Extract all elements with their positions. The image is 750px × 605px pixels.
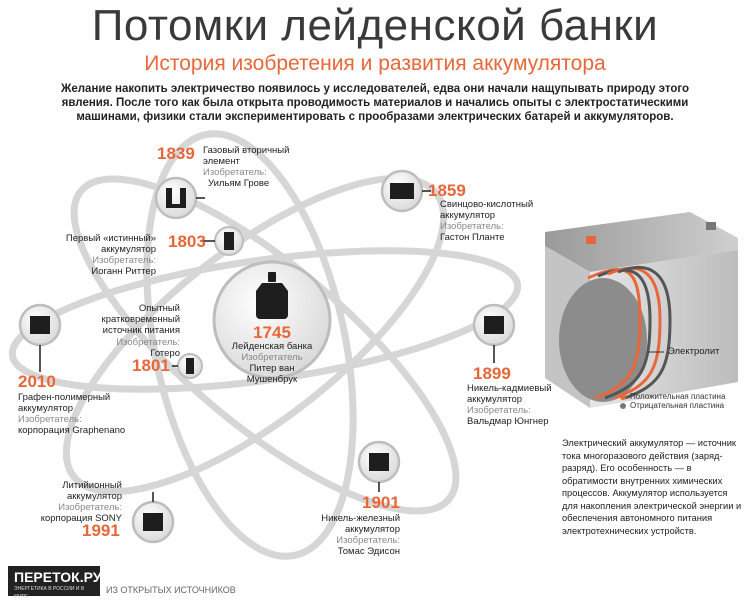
node-1859-inventor: Гастон Планте xyxy=(440,232,505,243)
node-1901 xyxy=(357,440,401,484)
node-1801-year: 1801 xyxy=(132,356,170,375)
node-1859-label: Свинцово-кислотный аккумулятор xyxy=(440,199,534,221)
node-1899-label: Никель-кадмиевый аккумулятор xyxy=(467,383,552,405)
orbit-vertical xyxy=(143,130,357,560)
node-1839-year: 1839 xyxy=(157,144,195,163)
node-2010 xyxy=(18,303,62,347)
source-note: ИЗ ОТКРЫТЫХ ИСТОЧНИКОВ xyxy=(106,585,236,595)
node-1803-year: 1803 xyxy=(168,232,206,251)
node-1899-year: 1899 xyxy=(473,364,511,383)
node-1803 xyxy=(214,226,244,256)
node-1991-label: Литийионный аккумулятор xyxy=(62,480,122,502)
node-1991-inventor-label: Изобретатель: xyxy=(58,502,122,513)
node-1991-year: 1991 xyxy=(82,521,120,540)
battery-icon xyxy=(484,316,504,334)
node-1803-inventor: Иоганн Риттер xyxy=(91,266,156,277)
node-2010-year: 2010 xyxy=(18,372,56,391)
node-1839-inventor: Уильям Грове xyxy=(208,178,270,189)
cell-stack-icon xyxy=(186,358,194,374)
logo-name: ПЕРЕТОК.РУ xyxy=(14,569,102,585)
node-1991 xyxy=(131,500,175,544)
electrolyte-callout: Электролит xyxy=(668,346,720,357)
node-1859 xyxy=(380,169,424,213)
battery-legend: Положительная пластина Отрицательная пла… xyxy=(620,392,725,410)
node-1803-label: Первый «истинный» аккумулятор xyxy=(65,233,156,255)
node-1803-inventor-label: Изобретатель: xyxy=(92,255,156,266)
center-inventor-label: Изобретатель xyxy=(241,352,303,363)
legend-positive: Положительная пластина xyxy=(620,392,725,401)
node-1839-inventor-label: Изобретатель: xyxy=(203,167,267,178)
node-1901-year: 1901 xyxy=(362,493,400,512)
node-2010-inventor-label: Изобретатель: xyxy=(18,414,82,425)
node-1991-inventor: корпорация SONY xyxy=(40,513,122,524)
negative-dot-icon xyxy=(620,402,626,409)
leyden-jar-icon xyxy=(256,272,288,319)
car-battery-illustration xyxy=(545,212,738,408)
center-inventor: Питер ван Мушенбрук xyxy=(246,363,298,385)
page-title: Потомки лейденской банки xyxy=(91,1,659,50)
node-1801-label: Опытный кратковременный источник питания xyxy=(101,303,180,336)
node-1801-inventor-label: Изобретатель: xyxy=(116,337,180,348)
orbit-diagonal-a xyxy=(62,174,448,496)
page-subtitle: История изобретения и развития аккумулят… xyxy=(144,52,606,75)
node-1899-inventor-label: Изобретатель: xyxy=(467,405,531,416)
center-label: Лейденская банка xyxy=(231,341,313,352)
node-1859-inventor-label: Изобретатель: xyxy=(440,221,504,232)
node-1801-inventor: Готеро xyxy=(150,348,180,359)
battery-icon xyxy=(369,453,389,471)
node-1901-label: Никель-железный аккумулятор xyxy=(321,513,400,535)
battery-description: Электрический аккумулятор — источник ток… xyxy=(562,438,742,536)
node-1839 xyxy=(154,176,198,220)
battery-icon xyxy=(143,513,163,531)
node-1901-inventor-label: Изобретатель: xyxy=(336,535,400,546)
battery-terminal-icon xyxy=(586,222,716,244)
gas-cell-icon xyxy=(166,188,186,208)
cell-stack-icon xyxy=(224,232,234,250)
plate-stack xyxy=(587,265,672,400)
node-1801 xyxy=(177,353,203,379)
node-1901-inventor: Томас Эдисон xyxy=(337,546,400,557)
center-year: 1745 xyxy=(253,323,291,342)
node-1839-label: Газовый вторичный элемент xyxy=(203,145,290,167)
battery-icon xyxy=(390,183,414,199)
center-node xyxy=(212,260,332,380)
node-1899-inventor: Вальдмар Юнгнер xyxy=(467,416,549,427)
node-2010-label: Графен-полимерный аккумулятор xyxy=(18,392,111,414)
legend-negative: Отрицательная пластина xyxy=(620,401,725,410)
brand-logo[interactable]: ПЕРЕТОК.РУ ЭНЕРГЕТИКА В РОССИИ И В МИРЕ xyxy=(8,566,102,600)
battery-icon xyxy=(30,316,50,334)
node-2010-inventor: корпорация Graphenano xyxy=(18,425,126,436)
intro-text: Желание накопить электричество появилось… xyxy=(60,83,690,123)
connector-ticks xyxy=(39,190,495,502)
node-1859-year: 1859 xyxy=(428,181,466,200)
positive-dot-icon xyxy=(620,393,626,400)
node-1899 xyxy=(472,303,516,347)
logo-tagline: ЭНЕРГЕТИКА В РОССИИ И В МИРЕ xyxy=(14,586,85,600)
